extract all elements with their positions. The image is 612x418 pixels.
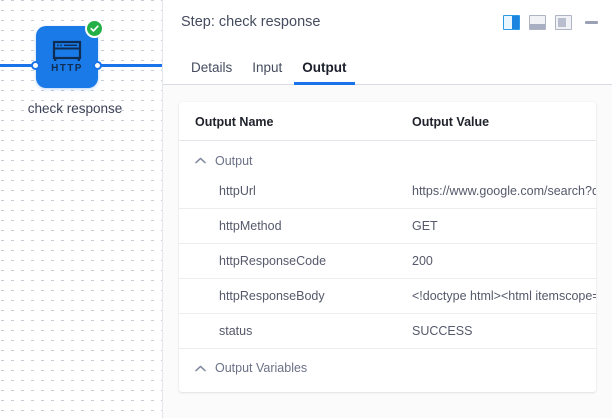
minimize-icon[interactable] <box>585 20 598 24</box>
panel-header-actions <box>503 14 598 30</box>
step-details-panel: Step: check response Details Input Outpu… <box>163 0 612 418</box>
page-title: Step: check response <box>181 14 321 30</box>
output-name-cell: httpResponseCode <box>179 243 410 279</box>
check-circle-icon <box>85 19 104 38</box>
layout-right-panel-icon[interactable] <box>503 14 520 30</box>
output-value-cell: <!doctype html><html itemscope=" <box>410 278 596 314</box>
node-label: check response <box>27 101 123 116</box>
output-value-cell: 200 <box>410 243 596 279</box>
column-header-output-value: Output Value <box>410 102 596 141</box>
panel-tabs: Details Input Output <box>163 44 612 85</box>
column-header-output-name: Output Name <box>179 102 410 141</box>
table-group-row[interactable]: Output Variables <box>179 348 596 381</box>
table-row[interactable]: status SUCCESS <box>179 313 596 349</box>
output-table-card: Output Name Output Value Outp <box>179 102 596 392</box>
workflow-canvas[interactable]: HTTP check response <box>0 0 163 418</box>
output-name-cell: httpUrl <box>179 173 410 209</box>
node-output-port[interactable] <box>93 61 102 70</box>
tab-output[interactable]: Output <box>292 60 356 85</box>
tab-input[interactable]: Input <box>242 60 292 84</box>
output-name-cell: httpMethod <box>179 208 410 244</box>
group-label: Output Variables <box>215 361 308 375</box>
node-icon-text: HTTP <box>51 63 83 74</box>
http-browser-icon <box>52 40 82 61</box>
output-name-cell: status <box>179 313 410 349</box>
tab-details[interactable]: Details <box>181 60 242 84</box>
chevron-up-icon[interactable] <box>195 157 206 164</box>
output-value-cell: 200 <box>410 381 596 392</box>
table-row[interactable]: httpResponseBody <!doctype html><html it… <box>179 278 596 314</box>
output-value-cell: SUCCESS <box>410 313 596 349</box>
output-value-cell: GET <box>410 208 596 244</box>
layout-left-panel-icon[interactable] <box>555 14 572 30</box>
table-header-row: Output Name Output Value <box>179 102 596 141</box>
panel-body: Output Name Output Value Outp <box>163 85 612 418</box>
output-table: Output Name Output Value Outp <box>179 102 596 392</box>
panel-header: Step: check response <box>163 0 612 44</box>
table-group-row[interactable]: Output <box>179 141 596 174</box>
table-row[interactable]: httpResponseCode 200 <box>179 243 596 279</box>
output-name-cell: httpResponseBody <box>179 278 410 314</box>
layout-bottom-panel-icon[interactable] <box>529 14 546 30</box>
table-row[interactable]: httpUrl https://www.google.com/search?q= <box>179 173 596 209</box>
group-label: Output <box>215 153 253 168</box>
table-row[interactable]: foo 200 <box>179 381 596 392</box>
node-input-port[interactable] <box>31 61 40 70</box>
workflow-node-check-response[interactable]: HTTP <box>36 26 98 88</box>
output-value-cell: https://www.google.com/search?q= <box>410 173 596 209</box>
chevron-up-icon[interactable] <box>195 365 206 372</box>
output-name-cell: foo <box>179 381 410 392</box>
table-row[interactable]: httpMethod GET <box>179 208 596 244</box>
checkmark-glyph <box>90 25 99 32</box>
